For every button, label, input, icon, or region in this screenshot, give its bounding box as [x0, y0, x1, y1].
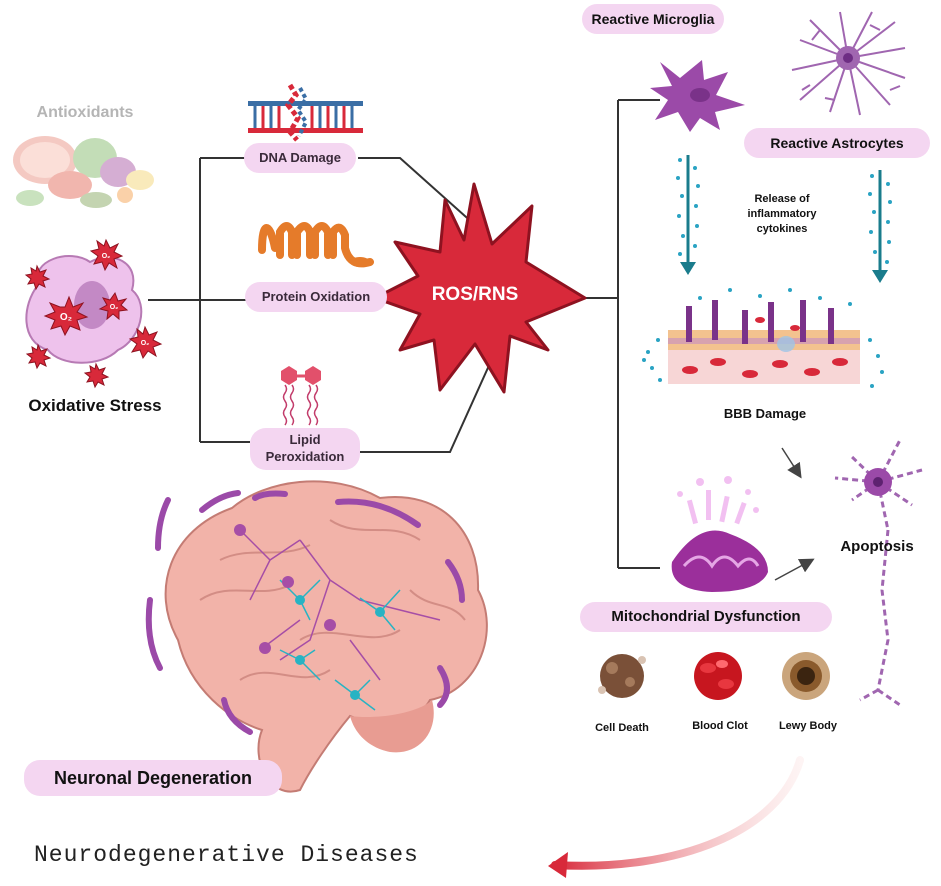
ros-rns-starburst-icon [373, 182, 587, 394]
oxidative-stress-label: Oxidative Stress [28, 396, 162, 415]
disease-outcome-arrow [551, 756, 804, 870]
mitochondrion-icon [671, 476, 768, 592]
bbb-damage-label: BBB Damage [723, 406, 807, 421]
microglia-cell-icon [650, 60, 745, 132]
cytokine-release-right [868, 170, 892, 283]
astrocyte-cell-icon [791, 11, 906, 116]
degeneration-wave-lines [145, 490, 465, 735]
lipid-peroxidation-line2: Peroxidation [265, 449, 345, 464]
reactive-microglia-label: Reactive Microglia [591, 11, 715, 27]
neuronal-degeneration-pill: Neuronal Degeneration [24, 760, 282, 796]
dna-damage-label: DNA Damage [259, 150, 341, 165]
o2-label: O₂ [60, 312, 72, 323]
lewy-body-label: Lewy Body [778, 720, 838, 732]
blood-clot-icon [694, 652, 742, 700]
protein-oxidation-pill: Protein Oxidation [245, 282, 387, 312]
ros-rns-label: ROS/RNS [431, 284, 519, 305]
protein-icon [258, 222, 374, 268]
cell-death-icon [598, 654, 646, 698]
cytokine-release-left [676, 155, 700, 275]
cell-death-label: Cell Death [595, 722, 649, 734]
lipid-icon [281, 366, 321, 426]
arrow-bbb-to-apoptosis [781, 447, 802, 479]
cytokine-release-label: Release of inflammatory cytokines [716, 192, 848, 237]
reactive-astrocytes-label: Reactive Astrocytes [770, 135, 904, 151]
o2-label: O₂ [141, 340, 150, 347]
apoptotic-neuron-icon [834, 439, 923, 707]
antioxidants-label: Antioxidants [36, 104, 134, 121]
release-line1: Release of [754, 193, 810, 205]
o2-label: O₂ [110, 304, 119, 311]
apoptosis-label: Apoptosis [840, 538, 914, 555]
dna-icon [248, 83, 363, 142]
lipid-peroxidation-pill: Lipid Peroxidation [250, 428, 360, 470]
release-line2: inflammatory [747, 208, 817, 220]
astrocyte-nucleus [843, 53, 853, 63]
bbb-damage-icon [642, 288, 884, 388]
reactive-astrocytes-pill: Reactive Astrocytes [744, 128, 930, 158]
blood-clot-label: Blood Clot [692, 720, 748, 732]
reactive-microglia-pill: Reactive Microglia [582, 4, 724, 34]
antioxidant-fruits-icon [13, 136, 154, 208]
brain-icon [164, 480, 488, 793]
arrow-mito-to-apoptosis [774, 558, 815, 581]
mitochondrial-dysfunction-pill: Mitochondrial Dysfunction [580, 602, 832, 632]
lipid-peroxidation-line1: Lipid [289, 432, 321, 447]
lewy-body-icon [782, 652, 830, 700]
o2-symbols: O₂ O₂ O₂ O₂ [60, 253, 149, 347]
mitochondrial-dysfunction-label: Mitochondrial Dysfunction [611, 608, 801, 625]
release-line3: cytokines [756, 223, 808, 235]
o2-label: O₂ [102, 253, 111, 260]
connector-lines [148, 99, 660, 569]
dna-damage-pill: DNA Damage [244, 143, 356, 173]
disease-outcome-arrowhead [548, 852, 568, 878]
protein-oxidation-label: Protein Oxidation [261, 289, 371, 304]
neuronal-degeneration-label: Neuronal Degeneration [53, 768, 253, 788]
o2-radical-stars [24, 238, 163, 389]
neurodegenerative-diseases-title: Neurodegenerative Diseases [34, 842, 419, 868]
